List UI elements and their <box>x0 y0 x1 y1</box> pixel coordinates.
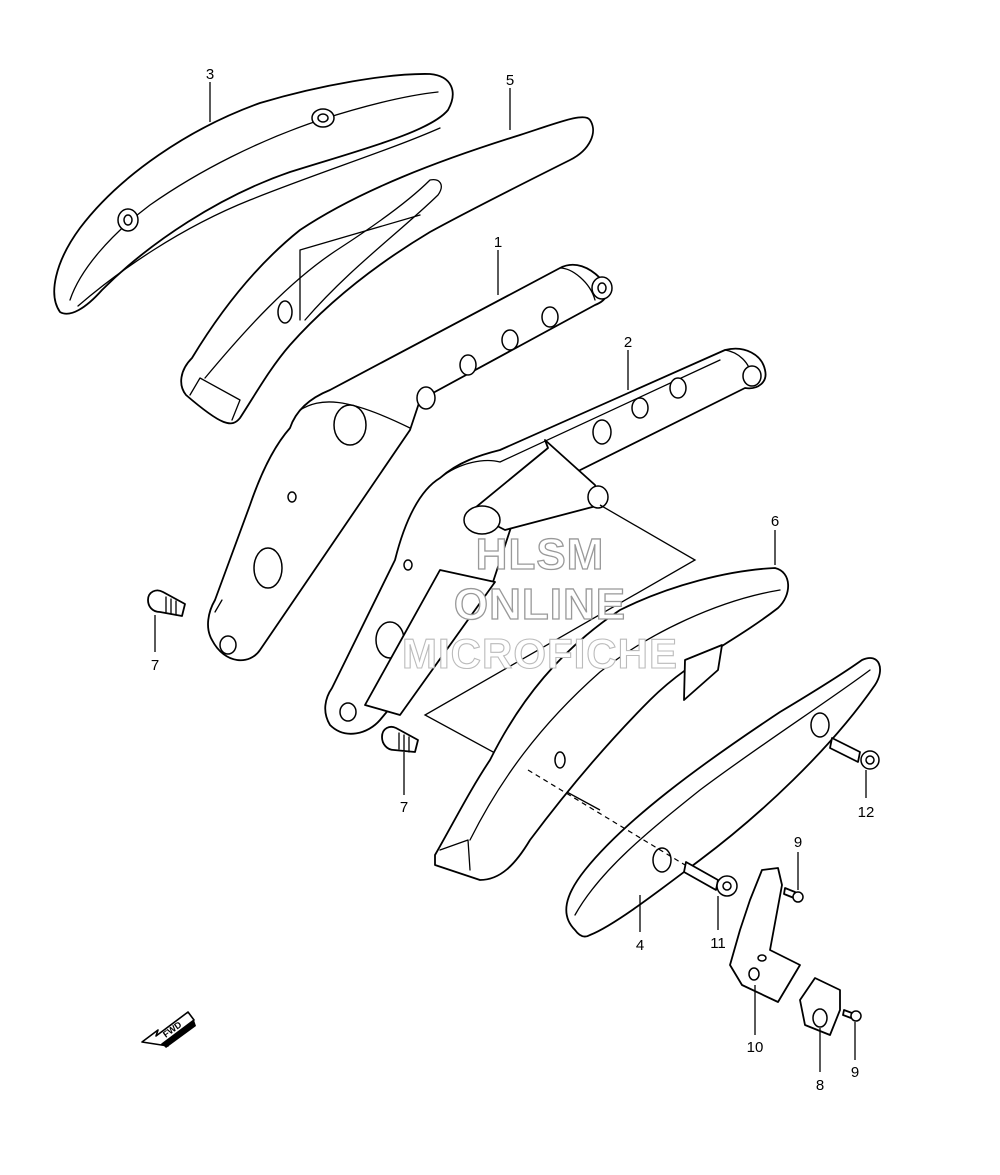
watermark-line3: MICROFICHE <box>401 629 678 677</box>
callout-9-lower: 9 <box>851 1064 859 1081</box>
callout-4: 4 <box>636 937 644 954</box>
callout-9-upper: 9 <box>794 834 802 851</box>
watermark-line1: HLSM <box>475 529 605 579</box>
alignment-line <box>527 769 691 869</box>
callout-7-center: 7 <box>400 799 408 816</box>
callout-8: 8 <box>816 1077 824 1094</box>
leader-lines <box>154 82 867 1072</box>
callout-12: 12 <box>858 804 875 821</box>
part-10-bracket <box>729 867 801 1003</box>
callout-5: 5 <box>506 72 514 89</box>
callout-3: 3 <box>206 66 214 83</box>
fwd-arrow-icon: FWD <box>141 1011 196 1048</box>
part-4-cover <box>565 657 881 938</box>
callout-7-left: 7 <box>151 657 159 674</box>
callout-1: 1 <box>494 234 502 251</box>
part-7-bolt-center <box>381 725 419 753</box>
callout-10: 10 <box>747 1039 764 1056</box>
part-2-bracket <box>324 347 767 735</box>
part-3-cover <box>53 73 454 315</box>
part-9-screw-lower <box>842 1009 862 1022</box>
callout-11: 11 <box>710 935 726 952</box>
watermark-line2: ONLINE <box>453 579 627 629</box>
part-8-clamp <box>799 977 841 1036</box>
part-1-bracket <box>207 263 613 662</box>
callout-6: 6 <box>771 513 779 530</box>
part-11-bolt <box>683 861 738 897</box>
callout-2: 2 <box>624 334 632 351</box>
part-6-cover <box>434 567 790 881</box>
part-9-screw-upper <box>783 887 804 903</box>
part-5-cover <box>180 116 594 425</box>
part-12-bolt <box>829 737 880 770</box>
part-7-bolt-left <box>147 589 186 617</box>
